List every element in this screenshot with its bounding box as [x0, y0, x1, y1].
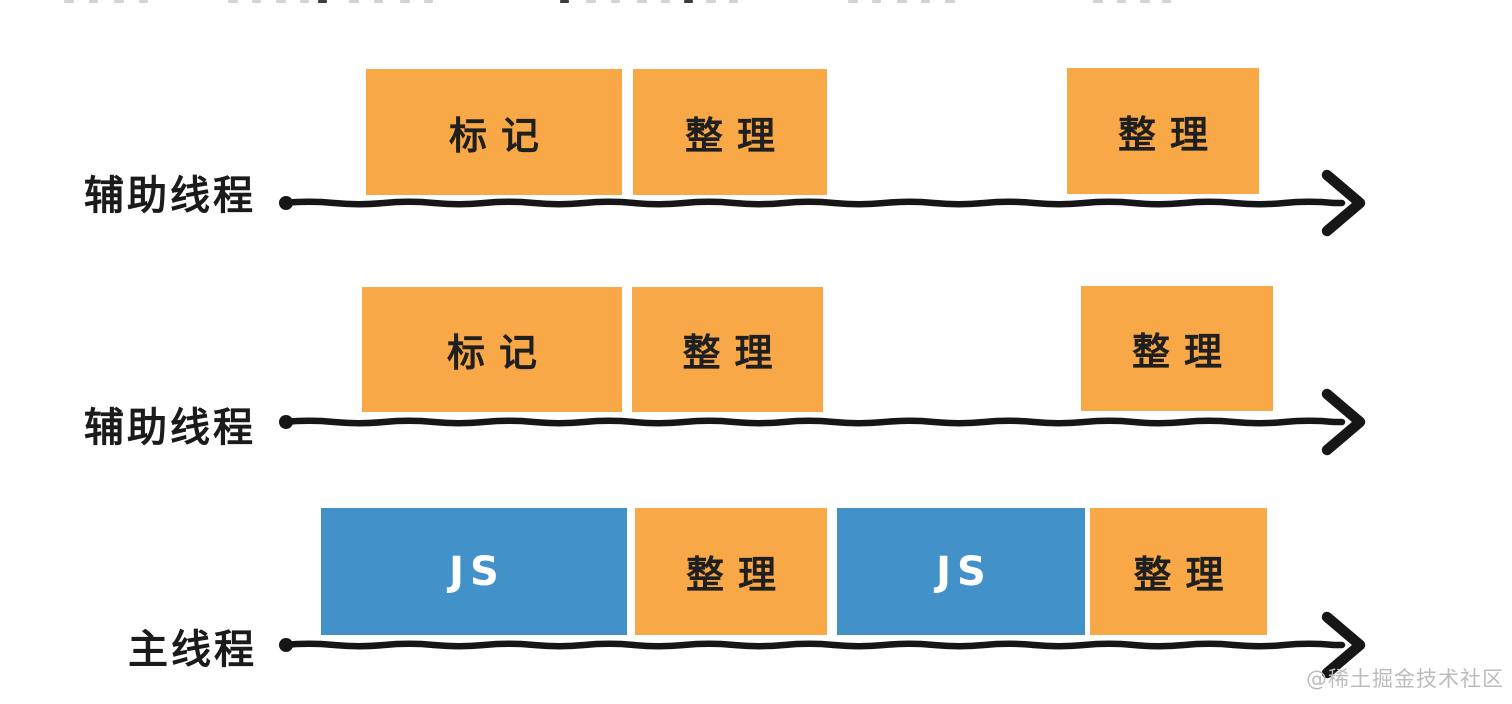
cropped-text-remnant-mark — [637, 0, 647, 3]
thread-label: 主线程 — [128, 627, 257, 673]
cropped-text-remnant-mark — [661, 0, 670, 3]
cropped-text-remnant-mark — [872, 0, 881, 3]
task-block-gc: 标记 — [366, 69, 622, 195]
cropped-text-remnant-mark — [611, 0, 620, 3]
cropped-text-remnant-mark — [729, 0, 738, 3]
task-block-gc: 整理 — [1090, 508, 1267, 635]
task-block-gc: 整理 — [632, 287, 823, 412]
timeline-arrow — [279, 611, 1366, 679]
task-block-js: JS — [837, 508, 1085, 635]
timeline-arrow — [279, 169, 1366, 237]
cropped-text-remnant-mark — [921, 0, 930, 3]
cropped-text-remnant-mark — [318, 0, 327, 3]
cropped-text-remnant-mark — [276, 0, 286, 3]
task-block-gc: 整理 — [635, 508, 827, 635]
task-block-label: 整理 — [1133, 553, 1238, 597]
task-block-gc: 整理 — [1067, 68, 1259, 194]
cropped-text-remnant-mark — [560, 0, 569, 3]
cropped-text-remnant-mark — [349, 0, 359, 3]
juejin-watermark: @稀土掘金技术社区 — [1306, 667, 1504, 691]
task-block-label: 整理 — [684, 113, 789, 158]
cropped-text-remnant-mark — [228, 0, 238, 3]
task-block-gc: 整理 — [1081, 286, 1273, 411]
cropped-text-remnant-mark — [114, 0, 124, 3]
task-block-label: 整理 — [682, 331, 787, 375]
task-block-gc: 标记 — [362, 287, 622, 412]
cropped-text-remnant-mark — [1162, 0, 1171, 3]
cropped-text-remnant-mark — [400, 0, 410, 3]
cropped-text-remnant-mark — [1140, 0, 1150, 3]
task-block-gc: 整理 — [633, 69, 827, 195]
task-block-label: JS — [449, 548, 505, 595]
thread-label: 辅助线程 — [84, 405, 256, 451]
cropped-text-remnant-mark — [586, 0, 596, 3]
cropped-text-remnant-mark — [252, 0, 261, 3]
task-block-label: 整理 — [685, 553, 790, 597]
cropped-text-remnant-mark — [848, 0, 858, 3]
cropped-text-remnant-mark — [139, 0, 148, 3]
task-block-label: 标记 — [446, 331, 551, 375]
cropped-text-remnant-mark — [64, 0, 74, 3]
cropped-text-remnant-mark — [1093, 0, 1103, 3]
task-block-label: 整理 — [1131, 330, 1236, 374]
cropped-text-remnant-mark — [706, 0, 716, 3]
cropped-text-remnant-mark — [89, 0, 98, 3]
cropped-text-remnant-mark — [374, 0, 383, 3]
timeline-arrow — [279, 388, 1366, 456]
cropped-text-remnant-mark — [897, 0, 907, 3]
task-block-label: 整理 — [1117, 112, 1222, 157]
thread-label: 辅助线程 — [84, 173, 256, 219]
cropped-text-remnant-mark — [300, 0, 309, 3]
task-block-label: JS — [936, 548, 992, 595]
cropped-text-remnant-mark — [684, 0, 693, 3]
cropped-text-remnant-mark — [945, 0, 955, 3]
cropped-text-remnant-mark — [424, 0, 433, 3]
task-block-js: JS — [321, 508, 627, 635]
cropped-text-remnant-mark — [1117, 0, 1126, 3]
task-block-label: 标记 — [448, 113, 553, 158]
